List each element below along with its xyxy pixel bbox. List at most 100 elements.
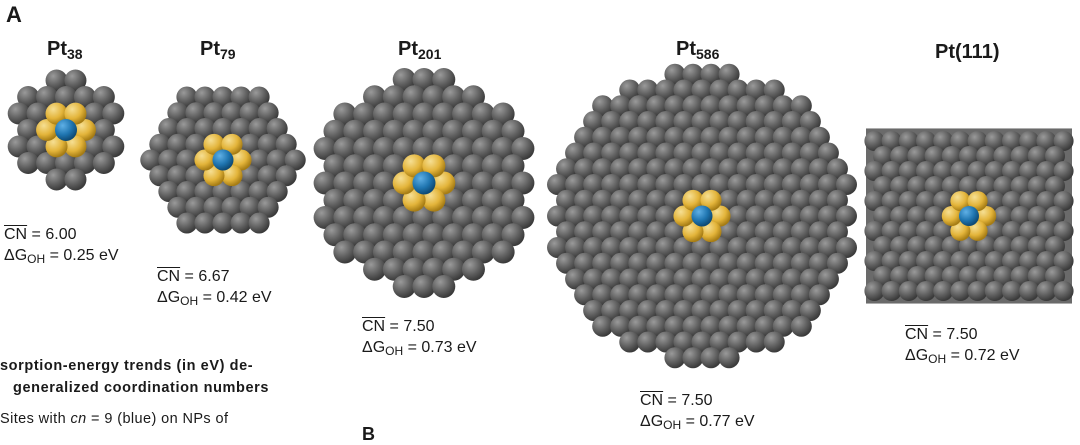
pt-atom — [817, 268, 839, 290]
pt-atom — [691, 79, 713, 101]
neighbor-atom — [950, 191, 971, 212]
pt-atom — [628, 315, 650, 337]
pt-atom — [313, 137, 337, 160]
pt-atom — [1019, 221, 1040, 241]
pt-atom — [55, 86, 77, 108]
pt-atom — [610, 189, 632, 211]
pt-atom — [808, 221, 830, 243]
pt-atom — [646, 315, 668, 337]
pt-atom — [637, 331, 659, 353]
panel-label-b: B — [362, 424, 375, 444]
pt-atom — [808, 126, 830, 148]
pt-atom — [412, 102, 436, 126]
pt-atom — [916, 251, 936, 271]
pt-atom — [682, 63, 704, 85]
pt-atom — [353, 137, 377, 160]
pt-atom — [959, 236, 979, 256]
pt-atom — [26, 102, 49, 125]
pt-atom — [754, 252, 776, 274]
pt-atom — [422, 119, 446, 143]
neighbor-atom — [422, 154, 446, 178]
pt-atom — [402, 257, 426, 281]
pt-atom — [574, 126, 596, 148]
pt-atom — [637, 174, 659, 195]
pt-atom — [890, 176, 911, 196]
pt-atom — [754, 221, 776, 243]
pt-atom — [817, 237, 839, 258]
pt-atom — [727, 111, 749, 132]
pt-atom — [700, 315, 722, 337]
pt-atom — [461, 257, 485, 281]
pt-atom — [547, 205, 569, 227]
pt-atom — [941, 266, 962, 286]
pt-atom — [363, 223, 387, 247]
pt-atom — [412, 206, 436, 229]
pt-atom — [808, 252, 830, 274]
pt-atom — [763, 111, 785, 132]
caption-line-2: generalized coordination numbers — [13, 380, 270, 396]
pt-atom — [372, 206, 396, 229]
pt-atom — [194, 181, 216, 202]
pt-atom — [501, 223, 525, 247]
pt-atom — [158, 118, 180, 139]
pt-atom — [248, 181, 270, 202]
pt-atom — [1002, 161, 1022, 181]
pt-atom — [565, 205, 587, 227]
pt-atom — [284, 149, 306, 171]
pt-atom — [993, 236, 1014, 256]
neighbor-atom — [221, 133, 243, 155]
pt-atom — [1002, 131, 1022, 151]
pt-atom — [727, 300, 749, 321]
pt-atom — [592, 158, 614, 180]
pt-atom — [592, 284, 614, 306]
pt-atom — [976, 146, 997, 166]
pt-atom — [736, 126, 758, 148]
title-pt38: Pt38 — [47, 38, 83, 62]
pt-atom — [628, 252, 650, 274]
pt-atom — [1027, 236, 1048, 256]
pt-atom — [323, 154, 347, 178]
pt-atom — [881, 221, 902, 241]
pt-atom — [185, 102, 207, 124]
neighbor-atom — [967, 220, 988, 241]
pt-atom — [890, 266, 911, 286]
pt-atom — [881, 251, 902, 271]
pt-atom — [959, 266, 979, 286]
pt-atom — [781, 300, 803, 321]
pt-atom — [664, 63, 686, 85]
pt-atom — [194, 118, 216, 139]
pt-atom — [790, 126, 812, 148]
pt-atom — [167, 196, 189, 218]
neighbor-atom — [73, 119, 96, 141]
pt-atom — [257, 196, 279, 218]
pt-atom — [700, 126, 722, 148]
pt-atom — [158, 181, 180, 202]
pt-atom — [610, 252, 632, 274]
pt-atom — [907, 266, 928, 286]
pt-atom — [471, 102, 495, 126]
pt-atom — [772, 189, 794, 211]
pt-atom — [790, 284, 812, 306]
pt-atom — [664, 252, 686, 274]
pt-atom — [239, 196, 261, 218]
pt-atom — [353, 206, 377, 229]
pt-atom — [691, 237, 713, 258]
metric-pt586: CN = 7.50 ΔGOH = 0.77 eV — [640, 392, 755, 432]
pt-atom — [382, 154, 406, 178]
pt-atom — [1010, 176, 1031, 196]
pt-atom — [881, 191, 902, 211]
pt-atom — [333, 137, 357, 160]
pt-atom — [709, 237, 731, 258]
pt-atom — [781, 205, 803, 227]
pt-atom — [102, 135, 125, 158]
pt-atom — [1036, 251, 1057, 271]
pt-atom — [422, 223, 446, 247]
pt-atom — [655, 268, 677, 290]
pt-atom — [511, 171, 535, 195]
pt-atom — [950, 281, 971, 301]
pt-atom — [933, 251, 954, 271]
pt-atom — [583, 174, 605, 195]
pt-atom — [212, 118, 234, 139]
pt-atom — [601, 174, 623, 195]
